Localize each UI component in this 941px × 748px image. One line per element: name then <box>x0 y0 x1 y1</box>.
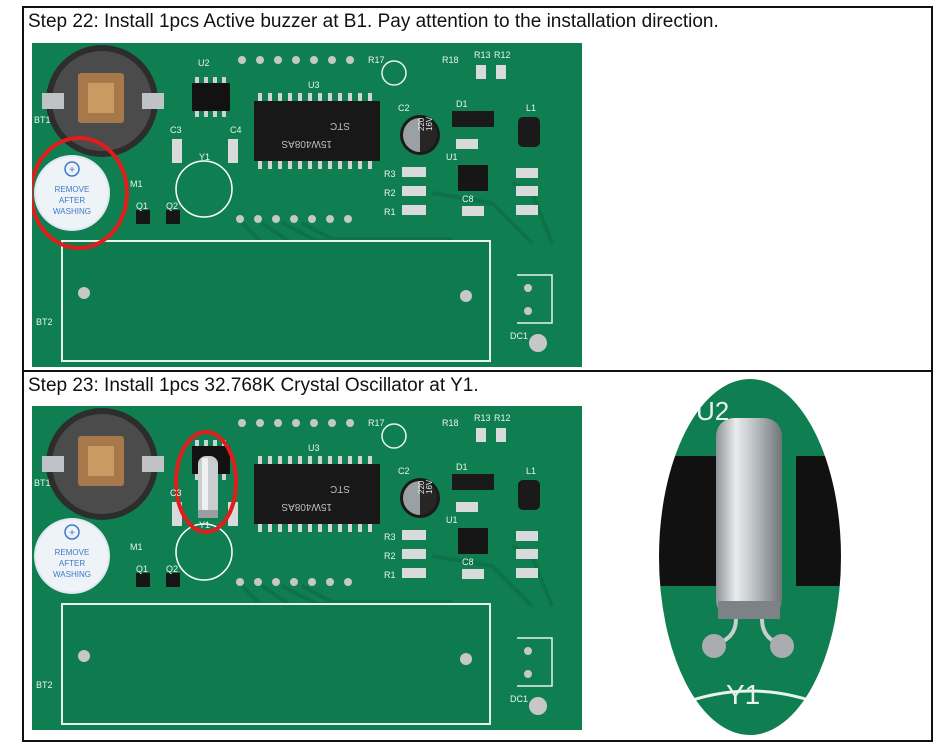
svg-text:C3: C3 <box>170 125 182 135</box>
crystal-oscillator <box>198 456 218 518</box>
svg-text:STC: STC <box>330 483 350 494</box>
step-22-panel: Step 22: Install 1pcs Active buzzer at B… <box>22 6 933 372</box>
svg-text:R13: R13 <box>474 50 491 60</box>
sticker-line-3: WASHING <box>53 207 91 216</box>
svg-text:R2: R2 <box>384 188 396 198</box>
svg-text:DC1: DC1 <box>510 331 528 341</box>
svg-text:U3: U3 <box>308 443 320 453</box>
step-title: Step 23: Install 1pcs 32.768K Crystal Os… <box>28 375 479 396</box>
pcb-photo: + REMOVE AFTER WASHING BT1 BT2 U2 U3 R17… <box>32 43 582 367</box>
svg-text:220: 220 <box>417 117 426 131</box>
svg-text:+: + <box>69 528 75 539</box>
crystal-zoom-view: U2 Y1 <box>657 377 843 737</box>
svg-text:M1: M1 <box>130 179 143 189</box>
zoom-label-y1: Y1 <box>726 679 760 710</box>
svg-text:C2: C2 <box>398 103 410 113</box>
svg-text:M1: M1 <box>130 542 143 552</box>
svg-text:D1: D1 <box>456 99 468 109</box>
svg-text:15W408AS: 15W408AS <box>281 138 332 149</box>
svg-text:L1: L1 <box>526 103 536 113</box>
svg-text:R17: R17 <box>368 418 385 428</box>
svg-text:R13: R13 <box>474 413 491 423</box>
svg-text:16V: 16V <box>425 479 434 494</box>
step-23-panel: Step 23: Install 1pcs 32.768K Crystal Os… <box>22 370 933 742</box>
zoom-label-u2: U2 <box>696 396 729 426</box>
highlight-ellipse <box>32 136 129 250</box>
svg-text:Q1: Q1 <box>136 201 148 211</box>
svg-text:R12: R12 <box>494 413 511 423</box>
svg-text:L1: L1 <box>526 466 536 476</box>
step-title: Step 22: Install 1pcs Active buzzer at B… <box>28 11 719 32</box>
pcb-photo: + REMOVE AFTER WASHING BT1 BT2 U3 R17 R1… <box>32 406 582 730</box>
svg-text:16V: 16V <box>425 116 434 131</box>
svg-text:220: 220 <box>417 480 426 494</box>
svg-text:R17: R17 <box>368 55 385 65</box>
svg-text:Y1: Y1 <box>199 520 210 530</box>
svg-text:R18: R18 <box>442 418 459 428</box>
svg-text:BT2: BT2 <box>36 317 53 327</box>
svg-text:R18: R18 <box>442 55 459 65</box>
svg-text:U1: U1 <box>446 515 458 525</box>
svg-text:C4: C4 <box>230 125 242 135</box>
sticker-line-1: REMOVE <box>55 548 90 557</box>
svg-text:R3: R3 <box>384 532 396 542</box>
active-buzzer: + REMOVE AFTER WASHING <box>34 518 110 594</box>
svg-text:C3: C3 <box>170 488 182 498</box>
svg-text:BT1: BT1 <box>34 115 51 125</box>
svg-text:R12: R12 <box>494 50 511 60</box>
svg-text:U1: U1 <box>446 152 458 162</box>
svg-text:R3: R3 <box>384 169 396 179</box>
svg-text:STC: STC <box>330 120 350 131</box>
svg-text:C2: C2 <box>398 466 410 476</box>
sticker-line-3: WASHING <box>53 570 91 579</box>
svg-text:R1: R1 <box>384 207 396 217</box>
svg-text:U3: U3 <box>308 80 320 90</box>
svg-text:C8: C8 <box>462 557 474 567</box>
svg-text:BT2: BT2 <box>36 680 53 690</box>
svg-text:BT1: BT1 <box>34 478 51 488</box>
sticker-line-2: AFTER <box>59 559 85 568</box>
svg-text:R2: R2 <box>384 551 396 561</box>
svg-text:Q1: Q1 <box>136 564 148 574</box>
active-buzzer: + REMOVE AFTER WASHING <box>34 155 110 231</box>
svg-text:DC1: DC1 <box>510 694 528 704</box>
svg-text:+: + <box>69 165 75 176</box>
svg-text:Y1: Y1 <box>199 152 210 162</box>
svg-text:R1: R1 <box>384 570 396 580</box>
svg-text:Q2: Q2 <box>166 564 178 574</box>
sticker-line-2: AFTER <box>59 196 85 205</box>
svg-text:D1: D1 <box>456 462 468 472</box>
svg-text:C8: C8 <box>462 194 474 204</box>
sticker-line-1: REMOVE <box>55 185 90 194</box>
svg-text:15W408AS: 15W408AS <box>281 501 332 512</box>
svg-text:Q2: Q2 <box>166 201 178 211</box>
highlight-ellipse <box>174 430 238 534</box>
svg-text:U2: U2 <box>198 58 210 68</box>
